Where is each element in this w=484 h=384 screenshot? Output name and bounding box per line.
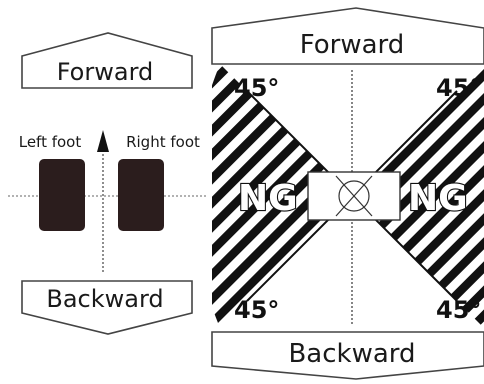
right-backward-label: Backward	[288, 339, 415, 369]
right-forward-sign: Forward	[211, 7, 484, 65]
ng-zone-left	[212, 66, 352, 326]
angle-label-top-right: 45°	[436, 74, 481, 102]
right-foot-label: Right foot	[126, 133, 200, 151]
center-unit-circle	[338, 180, 370, 212]
left-foot-label: Left foot	[19, 133, 82, 151]
right-forward-label: Forward	[300, 30, 405, 60]
ng-zone-right	[352, 66, 484, 326]
ng-label-right: NG	[408, 178, 468, 219]
left-foot	[39, 159, 85, 231]
left-forward-label: Forward	[57, 58, 154, 86]
center-cross-b	[335, 175, 373, 217]
left-backward-label: Backward	[46, 285, 163, 313]
ng-label-left: NG	[238, 178, 298, 219]
forward-arrow-icon	[97, 130, 109, 152]
left-foot-diagram: Forward Left foot Right foot Backward	[8, 32, 208, 335]
right-foot	[118, 159, 164, 231]
angle-label-top-left: 45°	[234, 74, 279, 102]
right-angle-diagram: Forward 45° 45° 45° 45° NG NG Backward	[211, 7, 484, 380]
ng-hatched-zones	[212, 66, 484, 326]
angle-label-bottom-left: 45°	[234, 296, 279, 324]
left-backward-sign: Backward	[21, 280, 193, 335]
right-backward-sign: Backward	[211, 331, 484, 380]
angle-label-bottom-right: 45°	[436, 296, 481, 324]
left-forward-sign: Forward	[21, 32, 193, 89]
